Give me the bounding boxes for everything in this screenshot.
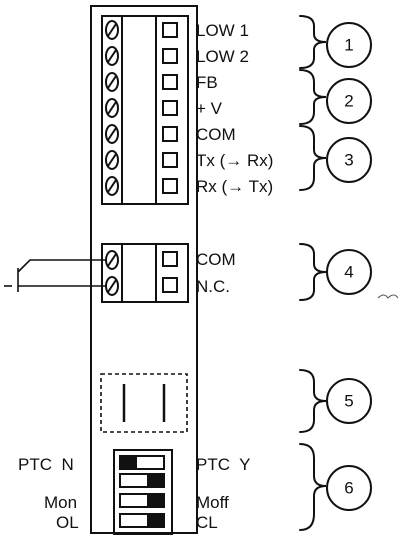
dip-switch: PTC N Mon OL PTC Y Moff CL <box>18 449 250 535</box>
svg-text:1: 1 <box>344 35 353 54</box>
contact-square <box>162 277 178 293</box>
terminal-label-fb: FB <box>196 73 218 92</box>
dip-toggle-4[interactable] <box>119 513 165 528</box>
dip-label-cl: CL <box>196 513 218 532</box>
screw-icon <box>105 20 119 40</box>
screw-icon <box>105 176 119 196</box>
contact-square <box>162 74 178 90</box>
brace-4 <box>299 243 327 301</box>
callout-4: 4 <box>326 249 372 295</box>
svg-text:5: 5 <box>344 391 353 410</box>
callout-2: 2 <box>326 78 372 124</box>
contact-square <box>162 251 178 267</box>
brace-2 <box>299 69 327 125</box>
screw-icon <box>105 46 119 66</box>
dip-label-ol: OL <box>56 513 79 532</box>
dip-toggle-1[interactable] <box>119 455 165 470</box>
terminal-label-low1: LOW 1 <box>196 21 249 40</box>
contact-square <box>162 48 178 64</box>
contact-square <box>162 178 178 194</box>
display-window <box>100 373 188 433</box>
callout-1: 1 <box>326 22 372 68</box>
upper-screws <box>105 20 119 196</box>
window-dashed-outline <box>100 373 188 433</box>
callout-6: 6 <box>326 465 372 511</box>
screw-icon <box>105 276 119 296</box>
screw-icon <box>105 72 119 92</box>
brace-5 <box>299 369 327 433</box>
dip-label-mon: Mon <box>44 493 77 512</box>
contact-symbol <box>4 259 106 292</box>
terminal-label-com: COM <box>196 125 236 144</box>
dip-switch-frame <box>113 449 173 535</box>
brace-3 <box>299 125 327 191</box>
dip-label-ptc-n: PTC N <box>18 455 74 474</box>
screw-icon <box>105 150 119 170</box>
dip-label-ptc-y: PTC Y <box>196 455 250 474</box>
contact-square <box>162 126 178 142</box>
callout-circles: 1 2 3 4 5 6 <box>326 22 372 511</box>
terminal-label-low2: LOW 2 <box>196 47 249 66</box>
scan-artifact <box>377 294 399 299</box>
callout-3: 3 <box>326 137 372 183</box>
svg-text:6: 6 <box>344 478 353 497</box>
svg-text:4: 4 <box>344 262 353 281</box>
contact-square <box>162 152 178 168</box>
relay-label-nc: N.C. <box>196 277 230 296</box>
relay-block-frame <box>101 243 189 303</box>
terminal-label-rx: Rx (→ Tx) <box>196 177 273 196</box>
dip-label-moff: Moff <box>196 493 229 512</box>
dip-toggle-3[interactable] <box>119 493 165 508</box>
brace-6 <box>299 443 327 531</box>
terminal-label-tx: Tx (→ Rx) <box>196 151 273 170</box>
braces <box>299 15 327 531</box>
screw-icon <box>105 124 119 144</box>
screw-icon <box>105 250 119 270</box>
terminal-label-plus-v: + V <box>196 99 223 118</box>
relay-label-com: COM <box>196 250 236 269</box>
upper-terminal-block: LOW 1 LOW 2 FB + V COM Tx (→ Rx) Rx (→ T… <box>90 5 273 534</box>
contact-square <box>162 100 178 116</box>
svg-text:2: 2 <box>344 91 353 110</box>
brace-1 <box>299 15 327 69</box>
upper-contacts <box>162 22 178 194</box>
contact-square <box>162 22 178 38</box>
upper-block-frame <box>101 15 189 205</box>
dip-toggle-2[interactable] <box>119 473 165 488</box>
screw-icon <box>105 98 119 118</box>
callout-5: 5 <box>326 378 372 424</box>
relay-terminal-block: COM N.C. <box>101 243 236 303</box>
svg-text:3: 3 <box>344 150 353 169</box>
